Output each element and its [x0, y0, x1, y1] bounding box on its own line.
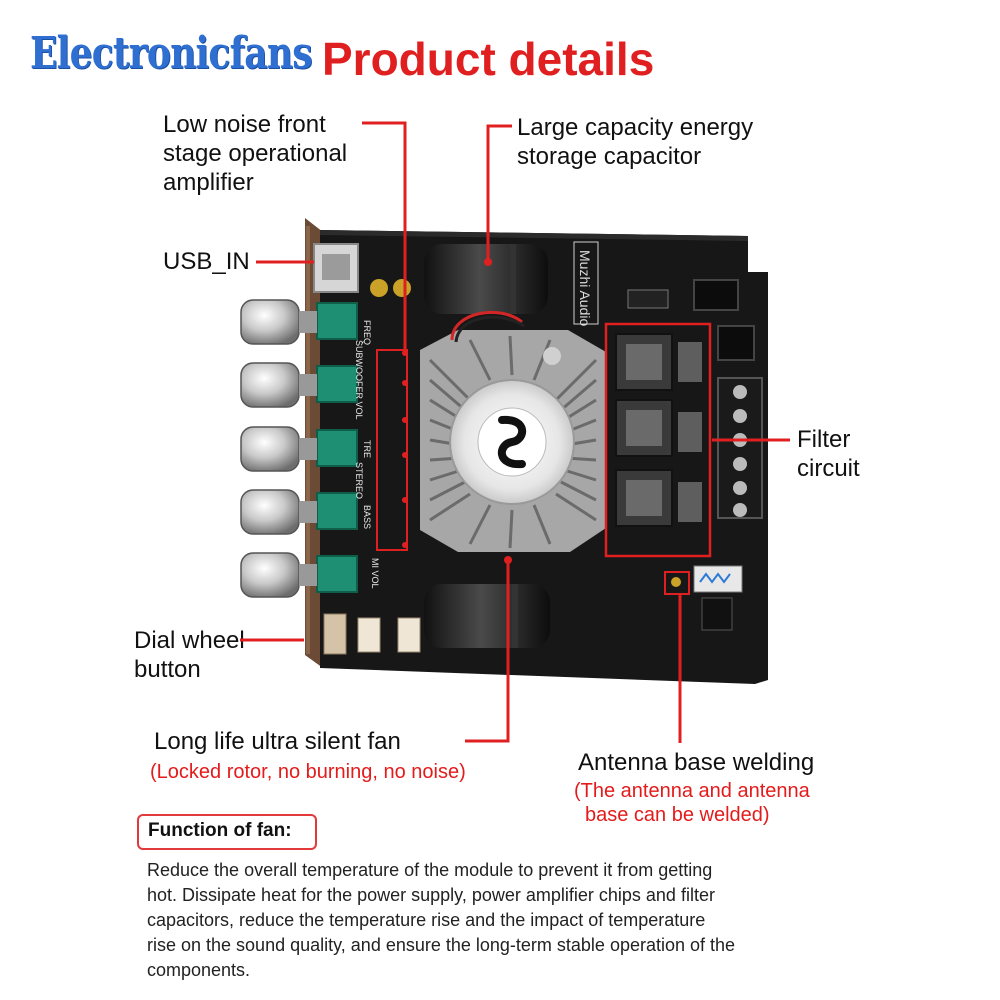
page-title: Product details [322, 33, 655, 85]
dc-jack [693, 279, 739, 311]
knob-1[interactable] [240, 299, 358, 345]
label-op-amp-line-1: Low noise front [163, 111, 326, 138]
function-line-5: components. [147, 960, 251, 980]
label-antenna-sub-line-1: (The antenna and antenna [574, 780, 810, 802]
label-dial-line-2: button [134, 656, 201, 683]
label-capacitor-line-1: Large capacity energy [517, 114, 754, 141]
label-filter-line-2: circuit [797, 455, 860, 482]
silk-brand: Muzhi Audio [577, 250, 593, 326]
knob-4[interactable] [240, 489, 358, 535]
silk-label-tre: TRE [362, 440, 372, 458]
label-usb-in: USB_IN [163, 248, 250, 275]
leader-dots [402, 258, 512, 564]
knob-2[interactable] [240, 362, 358, 408]
label-antenna-sub: (The antenna and antenna base can be wel… [574, 779, 810, 827]
label-fan-sub: (Locked rotor, no burning, no noise) [150, 761, 466, 783]
op-amp-highlight [376, 349, 408, 551]
antenna-highlight [664, 571, 690, 595]
silk-label-mi-vol: MI VOL [370, 558, 380, 589]
function-line-4: rise on the sound quality, and ensure th… [147, 935, 736, 955]
heatsink [420, 330, 606, 552]
dial-wheel-button[interactable] [323, 613, 347, 655]
knob-5[interactable] [240, 552, 358, 598]
fan-wire-red [450, 310, 523, 341]
leader-lines [240, 121, 790, 743]
function-line-3: capacitors, reduce the temperature rise … [147, 910, 706, 930]
function-heading-box [137, 814, 317, 850]
usb-connector [313, 243, 359, 293]
silk-label-freq: FREQ [362, 320, 372, 345]
brand-logo: Electronicfans [30, 28, 313, 79]
label-op-amp-line-2: stage operational [163, 140, 348, 167]
label-capacitor-line-2: storage capacitor [517, 143, 702, 170]
label-fan: Long life ultra silent fan [154, 728, 401, 755]
fan-logo-icon [498, 415, 526, 469]
label-antenna-sub-line-2: base can be welded) [585, 804, 770, 826]
bottom-capacitor [424, 584, 550, 648]
label-antenna: Antenna base welding [578, 749, 815, 776]
function-line-1: Reduce the overall temperature of the mo… [147, 860, 713, 880]
antenna-pad [671, 577, 681, 587]
function-heading: Function of fan: [148, 820, 292, 841]
filter-inductors [615, 333, 702, 527]
function-description: Reduce the overall temperature of the mo… [147, 858, 867, 983]
label-dial-line-1: Dial wheel [134, 627, 245, 654]
top-capacitor [424, 244, 548, 314]
label-capacitor: Large capacity energy storage capacitor [517, 113, 753, 171]
silk-label-subwoofer-vol: SUBWOOFER VOL [354, 340, 364, 420]
label-filter-line-1: Filter [797, 426, 851, 453]
filter-highlight [604, 322, 712, 558]
label-op-amp-line-3: amplifier [163, 169, 254, 196]
fan-wire-black [454, 315, 525, 343]
label-dial: Dial wheel button [134, 626, 245, 684]
screw-terminals [717, 377, 763, 519]
silk-label-bass: BASS [362, 505, 372, 529]
knob-3[interactable] [240, 426, 358, 472]
knob-group [240, 299, 358, 598]
label-filter: Filter circuit [797, 425, 860, 483]
silk-label-stereo: STEREO [354, 462, 364, 499]
silk-knob-labels: FREQ SUBWOOFER VOL TRE STEREO BASS MI VO… [354, 320, 380, 589]
label-op-amp: Low noise front stage operational amplif… [163, 110, 347, 197]
diode [627, 289, 669, 309]
function-line-2: hot. Dissipate heat for the power supply… [147, 885, 715, 905]
